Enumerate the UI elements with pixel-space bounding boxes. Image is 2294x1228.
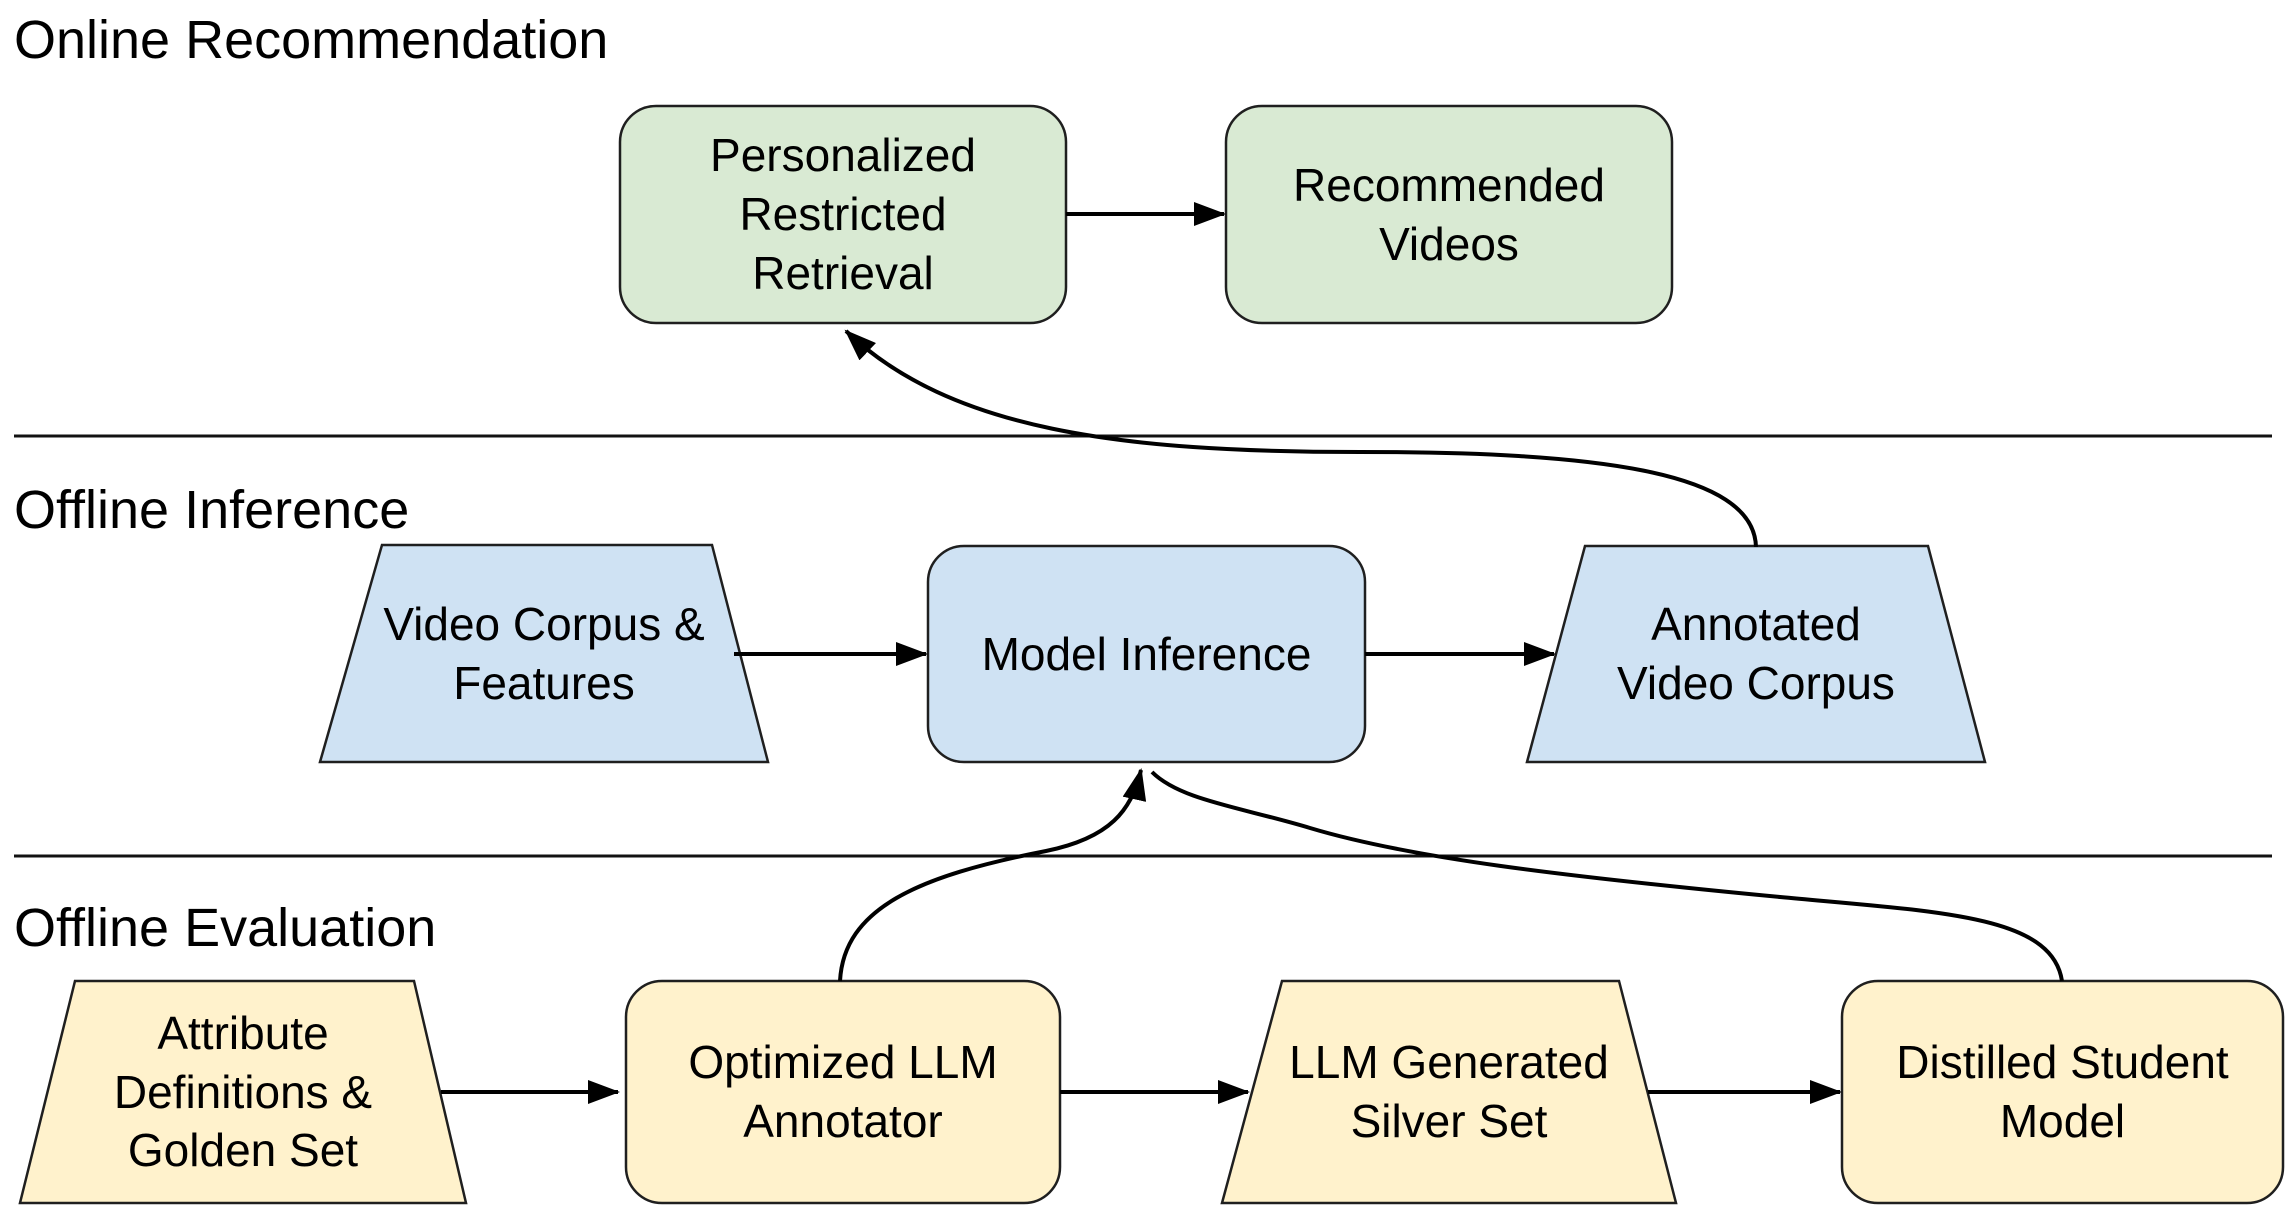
label-line: Annotator (743, 1095, 943, 1147)
label-line: Silver Set (1350, 1095, 1548, 1147)
node-label-recommended-videos: Recommended Videos (1226, 106, 1672, 323)
label-line: Definitions & (113, 1065, 373, 1118)
label-line: Recommended (1293, 158, 1605, 211)
section-title-online-recommendation: Online Recommendation (14, 10, 609, 70)
label-line: Annotated (1651, 598, 1861, 651)
label-line: Distilled Student (1896, 1036, 2229, 1089)
section-title-offline-evaluation: Offline Evaluation (14, 898, 437, 958)
label-line: Retrieval (752, 246, 934, 299)
label-line: LLM Generated (1289, 1036, 1609, 1089)
node-video-corpus-features-shape (318, 543, 770, 764)
label-line: Golden Set (127, 1124, 359, 1177)
label-line: Model Inference (981, 627, 1312, 680)
node-label-attribute-definitions-golden-set: Attribute Definitions & Golden Set (20, 981, 466, 1203)
node-annotated-video-corpus-shape (1525, 544, 1987, 764)
label-line: Model (1999, 1095, 2126, 1147)
label-line: Personalized (710, 129, 976, 182)
node-label-annotated-video-corpus: Annotated Video Corpus (1527, 546, 1985, 762)
node-distilled-student-model-shape (1840, 979, 2285, 1205)
section-title-offline-inference: Offline Inference (14, 480, 410, 540)
label-line: Video Corpus & (383, 597, 705, 650)
label-line: Attribute (157, 1006, 329, 1059)
arrow-optimized-llm-to-model-inference (838, 768, 1147, 982)
label-line: Restricted (739, 188, 947, 241)
arrow-distilled-student-to-model-inference (1150, 770, 2064, 982)
node-label-distilled-student-model: Distilled Student Model (1842, 981, 2283, 1203)
node-label-personalized-restricted-retrieval: Personalized Restricted Retrieval (620, 106, 1066, 323)
node-recommended-videos-shape (1224, 104, 1674, 325)
node-label-optimized-llm-annotator: Optimized LLM Annotator (626, 981, 1060, 1203)
node-label-video-corpus-features: Video Corpus & Features (320, 545, 768, 762)
arrow-annotated-corpus-to-personalized (844, 329, 1758, 548)
node-label-model-inference: Model Inference (928, 546, 1365, 762)
node-label-llm-generated-silver-set: LLM Generated Silver Set (1222, 981, 1676, 1203)
label-line: Video Corpus (1617, 657, 1895, 709)
label-line: Videos (1379, 217, 1519, 270)
label-line: Optimized LLM (688, 1036, 998, 1089)
label-line: Features (453, 656, 635, 709)
node-attribute-definitions-golden-set-shape (18, 979, 468, 1205)
node-llm-generated-silver-set-shape (1220, 979, 1678, 1205)
